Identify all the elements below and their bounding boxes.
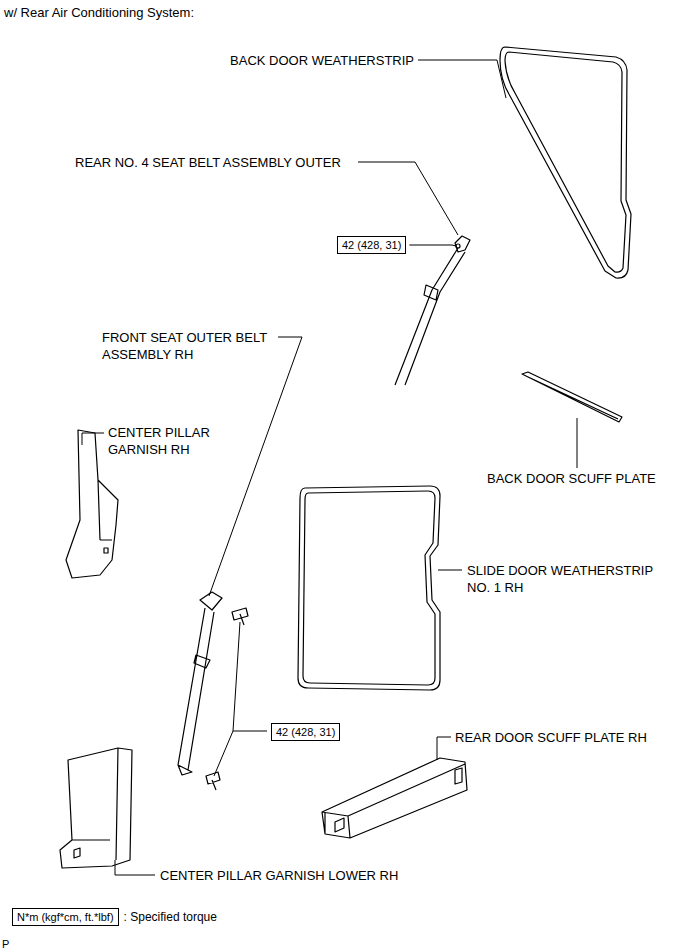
diagram-title: w/ Rear Air Conditioning System: [4, 4, 194, 21]
node-text: 42 (428, 31) [276, 725, 335, 739]
garnish-drawing [60, 748, 132, 868]
seat-belt-drawing [178, 592, 222, 775]
weatherstrip-drawing [500, 47, 631, 278]
node-text: N*m (kgf*cm, ft.*lbf) [17, 910, 114, 924]
legend-text: : Specified torque [124, 909, 217, 926]
torque-box: 42 (428, 31) [271, 723, 340, 741]
weatherstrip-drawing [303, 491, 435, 685]
part-name: SLIDE DOOR WEATHERSTRIP NO. 1 RH [467, 562, 679, 596]
bolt-symbol [456, 244, 460, 248]
part-name: BACK DOOR WEATHERSTRIP [230, 52, 414, 69]
seat-belt-drawing [395, 236, 470, 385]
part-name: FRONT SEAT OUTER BELT ASSEMBLY RH [102, 329, 287, 363]
part-name: REAR NO. 4 SEAT BELT ASSEMBLY OUTER [75, 154, 341, 171]
weatherstrip-drawing [298, 486, 440, 690]
weatherstrip-drawing [505, 52, 626, 272]
legend-box: N*m (kgf*cm, ft.*lbf) [12, 908, 119, 926]
node-text: 42 (428, 31) [342, 238, 401, 252]
page-code: P [2, 936, 9, 952]
part-name: BACK DOOR SCUFF PLATE [487, 470, 656, 487]
part-name: CENTER PILLAR GARNISH RH [108, 424, 238, 458]
leader-line [409, 245, 456, 246]
part-name: REAR DOOR SCUFF PLATE RH [455, 729, 647, 746]
leader-line [82, 60, 577, 875]
scuff-plate-drawing [522, 372, 622, 422]
bolt-symbol [206, 608, 248, 790]
torque-box: 42 (428, 31) [337, 236, 406, 254]
scuff-plate-drawing [322, 758, 467, 838]
part-name: CENTER PILLAR GARNISH LOWER RH [160, 867, 398, 884]
